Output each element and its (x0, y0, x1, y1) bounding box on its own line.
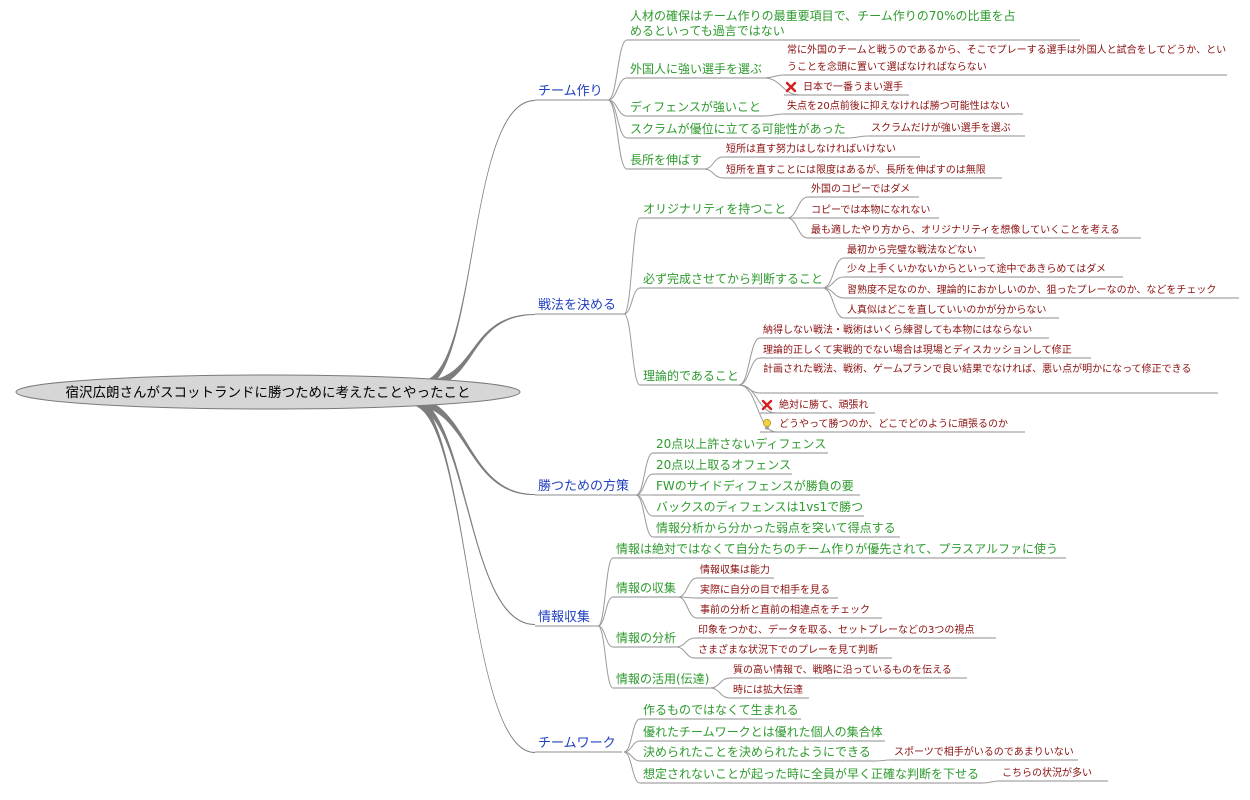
detail-label: どうやって勝つのか、どこでどのように頑張るのか (779, 417, 1008, 430)
detail-label: 最初から完璧な戦法などない (847, 243, 977, 256)
subtopic-label: 必ず完成させてから判断すること (643, 271, 823, 286)
subtopic-connector (597, 557, 614, 627)
topic-information: 情報収集 (538, 609, 590, 625)
topic-teamwork: チームワーク (538, 736, 616, 751)
subtopic-label: 情報の活用(伝達) (616, 672, 709, 686)
detail-connector (738, 384, 777, 433)
subtopic-connector (623, 740, 641, 753)
detail-label: スクラムだけが強い選手を選ぶ (871, 121, 1011, 134)
subtopic-label: 理論的であること (643, 368, 739, 383)
lightbulb-icon (763, 418, 772, 430)
subtopic-label: 情報の収集 (616, 580, 676, 595)
subtopic-label: 人材の確保はチーム作りの最重要項目で、チーム作りの70%の比重を占めるといっても… (630, 8, 1015, 38)
subtopic-label: スクラムが優位に立てる可能性があった (630, 121, 846, 136)
subtopic-label: 長所を伸ばす (630, 153, 702, 167)
detail-label: 外国のコピーではダメ (811, 182, 910, 195)
subtopic-label: 想定されないことが起った時に全員が早く正確な判断を下せる (643, 766, 979, 781)
detail-connector (822, 276, 845, 289)
detail-connector (847, 135, 869, 139)
detail-label: 短所を直すことには限度はあるが、長所を伸ばすのは無限 (726, 163, 986, 176)
detail-connector (982, 780, 1000, 784)
detail-label: 失点を20点前後に抑えなければ勝つ可能性はない (787, 99, 1010, 112)
detail-label: スポーツで相手がいるのであまりいない (894, 745, 1074, 758)
subtopic-label: 情報の分析 (616, 631, 676, 645)
detail-label: 人真似はどこを直していいのかが分からない (847, 303, 1046, 316)
detail-connector (763, 77, 801, 96)
detail-label: 最も適したやり方から、オリジナリティを想像していくことを考える (811, 223, 1120, 236)
subtopic-label: 情報は絶対ではなくて自分たちのチーム作りが優先されて、プラスアルファに使う (616, 541, 1058, 556)
detail-label: さまざまな状況下でのプレーを見て判断 (698, 643, 878, 656)
detail-label: 印象をつかむ、データを取る、セットプレーなどの3つの視点 (698, 623, 974, 636)
subtopic-connector (623, 718, 641, 753)
detail-label: 日本で一番うまい選手 (803, 80, 903, 93)
subtopic-label: ディフェンスが強いこと (630, 99, 761, 114)
detail-connector (822, 287, 845, 319)
subtopic-connector (623, 751, 641, 784)
subtopic-connector (597, 596, 614, 627)
detail-connector (763, 113, 785, 117)
detail-connector (677, 577, 698, 598)
detail-label: 質の高い情報で、戦略に沿っているものを伝える (733, 663, 952, 676)
detail-label: 実際に自分の目で相手を見る (700, 583, 830, 596)
subtopic-connector (635, 452, 654, 496)
detail-label: 短所は直す努力はしなければいけない (726, 142, 896, 155)
topic-team-building: チーム作り (538, 84, 603, 99)
subtopic-label: 作るものではなくて生まれる (643, 703, 799, 717)
detail-connector (709, 677, 731, 689)
cross-icon (761, 399, 773, 411)
root-title: 宿沢広朗さんがスコットランドに勝つために考えたことやったこと (66, 384, 471, 401)
subtopic-connector (623, 313, 641, 386)
detail-label: 情報収集は能力 (700, 563, 770, 576)
subtopic-connector (635, 494, 654, 538)
subtopic-label: 情報分析から分かった弱点を突いて得点する (656, 520, 896, 535)
subtopic-connector (635, 494, 654, 517)
detail-label: 計画された戦法、戦術、ゲームプランで良い結果でなければ、悪い点が明かになって修正… (763, 362, 1191, 375)
subtopic-label: 20点以上許さないディフェンス (656, 436, 826, 451)
topic-winning-measures: 勝つための方策 (538, 478, 629, 494)
detail-label: 理論的正しくて実戦的でない場合は現場とディスカッションして修正 (763, 343, 1072, 356)
detail-connector (763, 74, 785, 79)
subtopic-connector (597, 625, 614, 689)
detail-connector (874, 759, 892, 762)
detail-connector (786, 196, 809, 219)
detail-label: 少々上手くいかないからといって途中であきらめてはダメ (847, 262, 1106, 275)
detail-label: こちらの状況が多い (1002, 766, 1092, 779)
subtopic-label: オリジナリティを持つこと (643, 201, 786, 216)
subtopic-label: 優れたチームワークとは優れた個人の集合体 (643, 724, 883, 739)
subtopic-connector (635, 473, 654, 496)
root-node[interactable]: 宿沢広朗さんがスコットランドに勝つために考えたことやったこと (15, 374, 521, 410)
detail-connector (677, 596, 698, 619)
detail-connector (738, 337, 761, 386)
detail-connector (675, 646, 696, 659)
detail-connector (738, 357, 761, 386)
subtopic-label: 決められたことを決められたようにできる (643, 745, 871, 759)
subtopic-label: FWのサイドディフェンスが勝負の要 (656, 478, 854, 493)
detail-connector (703, 156, 724, 170)
subtopic-connector (623, 287, 641, 315)
detail-connector (822, 257, 845, 289)
detail-label: 事前の分析と直前の相違点をチェック (700, 603, 870, 616)
detail-connector (675, 637, 696, 648)
subtopic-label: バックスのディフェンスは1vs1で勝つ (656, 499, 863, 514)
subtopic-label: 外国人に強い選手を選ぶ (630, 62, 762, 76)
detail-label: 時には拡大伝達 (733, 683, 803, 696)
detail-label: 習熟度不足なのか、理論的におかしいのか、狙ったプレーなのか、などをチェック (847, 283, 1216, 296)
detail-connector (786, 217, 809, 239)
detail-connector (709, 687, 731, 699)
subtopic-connector (607, 77, 628, 101)
subtopic-label: 20点以上取るオフェンス (656, 458, 791, 472)
subtopic-connector (607, 39, 628, 101)
detail-label: 常に外国のチームと戦うのであるから、そこでプレーする選手は外国人と試合をしてどう… (787, 43, 1226, 73)
detail-label: 絶対に勝て、頑張れ (779, 398, 869, 411)
detail-connector (703, 168, 724, 179)
topic-tactics: 戦法を決める (538, 298, 616, 313)
detail-label: 納得しない戦法・戦術はいくら練習しても本物にはならない (763, 323, 1032, 336)
subtopic-connector (623, 217, 641, 315)
detail-label: コピーでは本物になれない (811, 203, 930, 216)
subtopic-connector (607, 99, 628, 170)
main-branch (410, 397, 535, 754)
main-branch (410, 397, 535, 626)
cross-icon (785, 81, 797, 93)
